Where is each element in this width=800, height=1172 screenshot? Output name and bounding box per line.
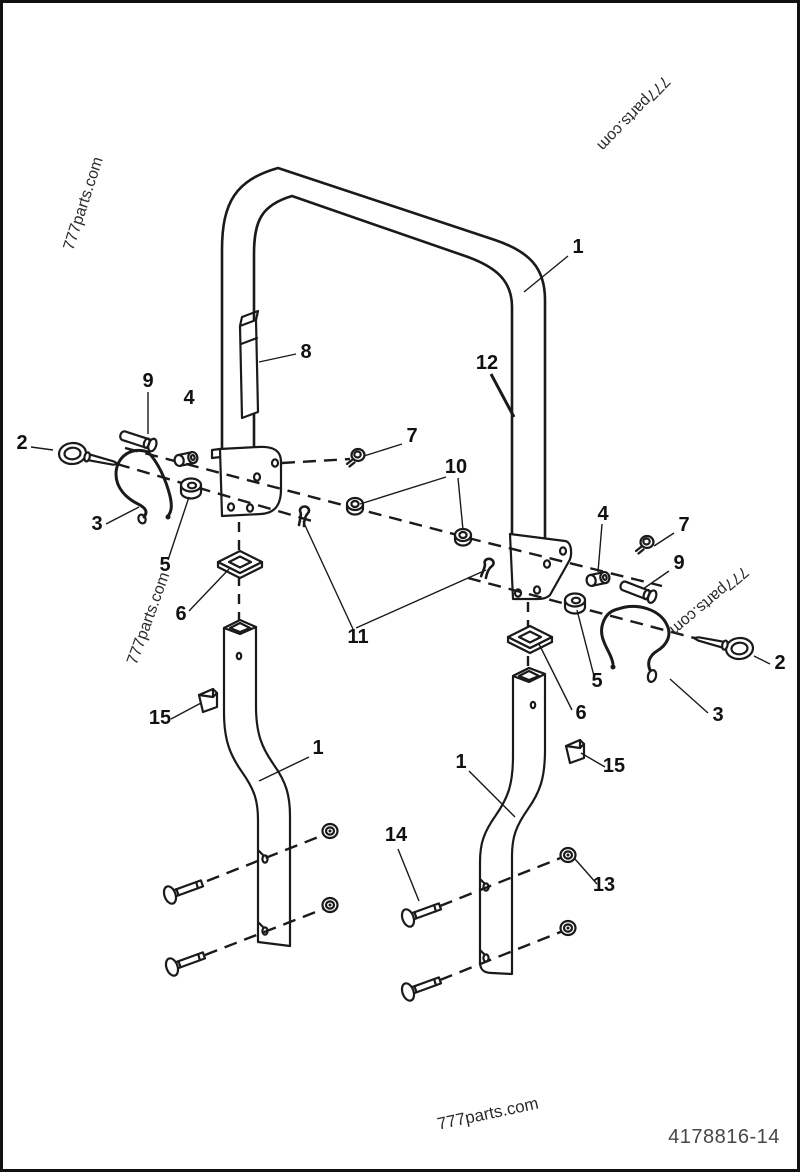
callout-ring-pin-right: 2 bbox=[774, 652, 785, 674]
callout-hoop-top: 1 bbox=[572, 236, 583, 258]
screw-left bbox=[345, 447, 366, 468]
screw-right bbox=[634, 534, 655, 555]
callout-clevis-pin-right: 9 bbox=[673, 552, 684, 574]
washer-1 bbox=[321, 822, 339, 840]
washer-3 bbox=[559, 846, 577, 864]
callout-cable-right: 3 bbox=[712, 704, 723, 726]
callout-hoop-right-leg: 12 bbox=[476, 352, 498, 374]
callout-decal-strip: 8 bbox=[300, 341, 311, 363]
callout-decal-right: 15 bbox=[603, 755, 625, 777]
callout-nuts: 10 bbox=[445, 456, 467, 478]
nut-b bbox=[453, 527, 473, 547]
spacer-left bbox=[172, 450, 200, 468]
callout-post-right: 1 bbox=[455, 751, 466, 773]
callout-post-left: 1 bbox=[312, 737, 323, 759]
watermark-middle-left: 777parts.com bbox=[124, 570, 173, 667]
hardware bbox=[52, 427, 760, 1004]
hoop-inner-edge bbox=[252, 194, 514, 540]
clevis-pin-left bbox=[117, 427, 160, 454]
callout-bolts: 14 bbox=[385, 824, 408, 846]
callout-spacer-left: 4 bbox=[183, 387, 195, 409]
bushing-left bbox=[179, 477, 203, 500]
callout-screw-right: 7 bbox=[678, 514, 689, 536]
assembly-axis-lines bbox=[116, 446, 699, 982]
exploded-view-diagram: 1 12 8 7 9 4 2 3 5 6 10 11 15 1 1 14 13 … bbox=[16, 72, 785, 1148]
callout-cable-left: 3 bbox=[91, 513, 102, 535]
right-post-opening bbox=[511, 666, 547, 684]
callout-labels: 1 12 8 7 9 4 2 3 5 6 10 11 15 1 1 14 13 … bbox=[16, 236, 785, 896]
callout-plug-right: 6 bbox=[575, 702, 586, 724]
washer-4 bbox=[559, 919, 577, 937]
ring-pin-right bbox=[689, 623, 760, 668]
right-bracket bbox=[508, 532, 573, 601]
callout-ring-pin-left: 2 bbox=[16, 432, 27, 454]
bushing-right bbox=[563, 592, 587, 615]
decal-15-right bbox=[564, 738, 586, 765]
plug-right bbox=[506, 624, 554, 655]
spacer-right bbox=[584, 570, 612, 588]
ring-pin-left bbox=[52, 434, 123, 479]
callout-plug-left: 6 bbox=[175, 603, 186, 625]
cable-right bbox=[600, 604, 671, 683]
callout-washers: 13 bbox=[593, 874, 615, 896]
part-number: 4178816-14 bbox=[668, 1126, 780, 1148]
leader-lines bbox=[30, 255, 771, 902]
callout-clevis-pin-left: 9 bbox=[142, 370, 153, 392]
decal-strip-8-detail bbox=[238, 309, 260, 346]
watermark-upper-left: 777parts.com bbox=[61, 155, 107, 252]
callout-decal-left: 15 bbox=[149, 707, 171, 729]
watermark-top-right: 777parts.com bbox=[593, 72, 673, 154]
decal-15-left bbox=[197, 687, 219, 714]
bolt-4 bbox=[398, 970, 445, 1004]
callout-spacer-right: 4 bbox=[597, 503, 609, 525]
bolt-1 bbox=[160, 873, 207, 907]
bolt-2 bbox=[162, 945, 209, 979]
callout-cotter-clips: 11 bbox=[347, 626, 368, 648]
washer-2 bbox=[321, 896, 339, 914]
watermark-middle-right: 777parts.com bbox=[666, 563, 751, 638]
decal-strip-8 bbox=[238, 318, 260, 420]
bolt-3 bbox=[398, 896, 445, 930]
watermark-bottom-center: 777parts.com bbox=[436, 1094, 541, 1134]
left-bracket bbox=[210, 445, 283, 518]
right-post bbox=[478, 666, 547, 976]
nut-a bbox=[345, 496, 365, 516]
cotter-clip-b bbox=[479, 556, 496, 581]
callout-bushing-right: 5 bbox=[591, 670, 602, 692]
left-post-opening bbox=[222, 618, 258, 636]
left-post bbox=[222, 618, 292, 948]
cable-left bbox=[114, 449, 173, 525]
callout-bushing-left: 5 bbox=[159, 554, 170, 576]
callout-screw-left: 7 bbox=[406, 425, 417, 447]
watermarks: 777parts.com 777parts.com 777parts.com 7… bbox=[61, 72, 752, 1133]
